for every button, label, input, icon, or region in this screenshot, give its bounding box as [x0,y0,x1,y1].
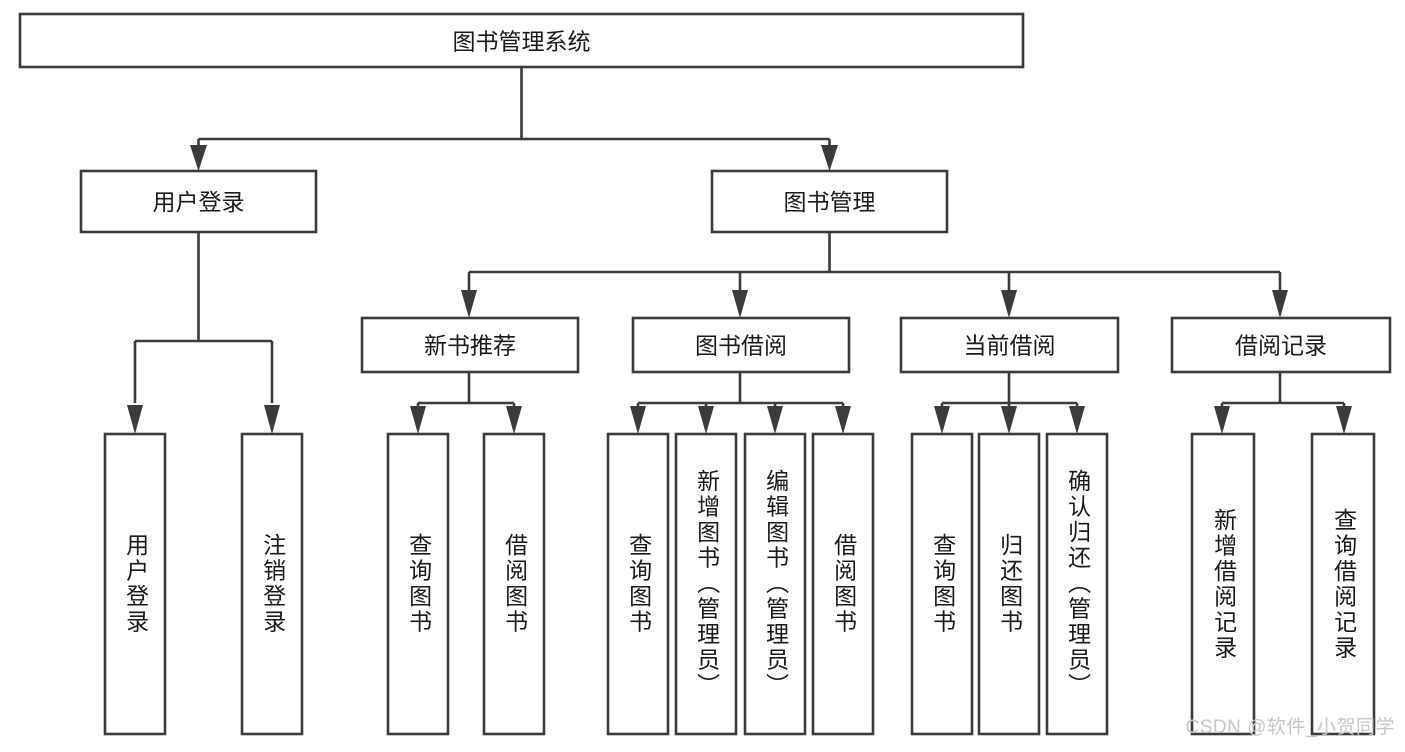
node-borrow-record-label: 借阅记录 [1235,333,1327,359]
node-book-manage-box[interactable] [710,169,949,234]
leaf-query-record-box[interactable] [1310,432,1376,736]
node-book-manage-label: 图书管理 [784,189,876,215]
leaf-query-book-2-box[interactable] [606,432,670,736]
node-root-label: 图书管理系统 [453,29,591,55]
arrow-head-leaf-query-book-3 [934,406,950,434]
arrow-head-new-book [461,290,477,318]
node-new-book-recommend-label: 新书推荐 [424,333,516,359]
arrow-head-leaf-borrow-book-1 [506,406,522,434]
arrow-head-borrow-record [1272,290,1288,318]
arrow-head-leaf-query-book-1 [410,406,426,434]
arrow-head-leaf-borrow-book-2 [835,406,851,434]
node-current-borrow-box[interactable] [899,316,1120,374]
leaf-user-login-box[interactable] [103,432,167,736]
node-borrow-record-box[interactable] [1170,316,1392,374]
arrow-head-leaf-return-book [1001,406,1017,434]
leaf-return-book-box[interactable] [977,432,1041,736]
arrow-head-leaf-add-book [698,406,714,434]
leaf-logout-box[interactable] [240,432,304,736]
leaf-add-record-box[interactable] [1190,432,1256,736]
arrow-head-leaf-add-record [1214,406,1230,434]
node-new-book-recommend-box[interactable] [360,316,580,374]
arrow-head-leaf-edit-book [767,406,783,434]
leaf-add-book-box[interactable] [674,432,738,736]
leaf-query-book-1-box[interactable] [386,432,450,736]
arrow-head-leaf-query-book-2 [630,406,646,434]
arrow-head-leaf-query-record [1336,406,1352,434]
node-book-borrow-label: 图书借阅 [695,333,787,359]
connector-layer [127,67,1352,434]
node-current-borrow-label: 当前借阅 [964,333,1056,359]
leaf-confirm-return-box[interactable] [1045,432,1109,736]
arrow-head-leaf-logout [264,405,280,434]
node-book-borrow-box[interactable] [631,316,851,374]
arrow-head-leaf-confirm-return [1069,406,1085,434]
node-user-login-box[interactable] [79,169,318,234]
node-root-box[interactable] [18,12,1025,69]
csdn-watermark: CSDN @软件_小贺同学 [1185,717,1395,738]
leaf-borrow-book-1-box[interactable] [482,432,546,736]
arrow-head-user-login [190,145,207,171]
arrow-head-leaf-user-login [127,405,143,434]
leaf-borrow-book-2-box[interactable] [811,432,875,736]
node-layer: 图书管理系统 用户登录 图书管理 新书推荐 图书借阅 当前借阅 借阅记录 [18,12,1392,736]
node-user-login-label: 用户登录 [153,189,245,215]
arrow-head-book-borrow [732,290,748,318]
leaf-edit-book-box[interactable] [743,432,807,736]
arrow-head-book-manage [821,145,838,171]
arrow-head-current-borrow [1001,290,1017,318]
leaf-query-book-3-box[interactable] [910,432,974,736]
